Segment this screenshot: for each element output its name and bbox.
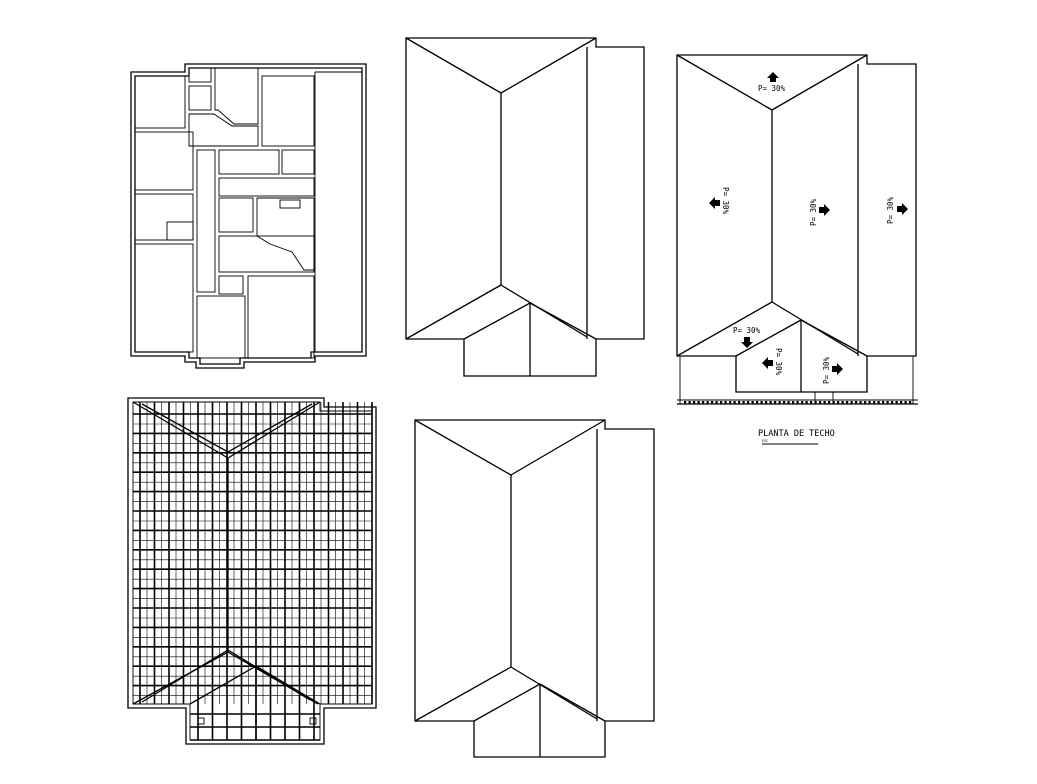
slope-label-wing: P= 30% xyxy=(886,196,895,224)
slope-arrow-left-lower xyxy=(762,357,773,369)
slope-arrow-right-lower xyxy=(832,363,843,375)
slope-arrow-down xyxy=(741,337,753,348)
slope-label-lower-left: P= 30% xyxy=(774,348,783,376)
gutter-ticks xyxy=(684,401,912,404)
roof-outline-top-view xyxy=(405,37,645,377)
roof-plan-slopes-view: P= 30% P= 30% P= 30% P= 30% P= 30% P= 30… xyxy=(676,54,918,445)
rafter-grid xyxy=(133,402,373,741)
slope-arrow-right-wing xyxy=(897,203,908,215)
scale-label: ESC xyxy=(762,439,768,443)
slope-arrow-right-center xyxy=(819,204,830,216)
slope-arrow-up xyxy=(767,72,779,82)
roof-outline-bottom-view xyxy=(414,419,655,758)
slope-arrow-left xyxy=(709,197,720,209)
floor-plan-view xyxy=(130,63,367,369)
purlin-grid xyxy=(133,402,372,704)
roof-framing-view xyxy=(127,397,377,745)
slope-label-north: P= 30% xyxy=(758,84,786,93)
slope-label-lower-right: P= 30% xyxy=(822,356,831,384)
slope-label-west: P= 30% xyxy=(721,187,730,215)
slope-label-east: P= 30% xyxy=(809,198,818,226)
roof-plan-title: PLANTA DE TECHO xyxy=(758,429,835,439)
slope-label-south: P= 30% xyxy=(733,326,761,335)
